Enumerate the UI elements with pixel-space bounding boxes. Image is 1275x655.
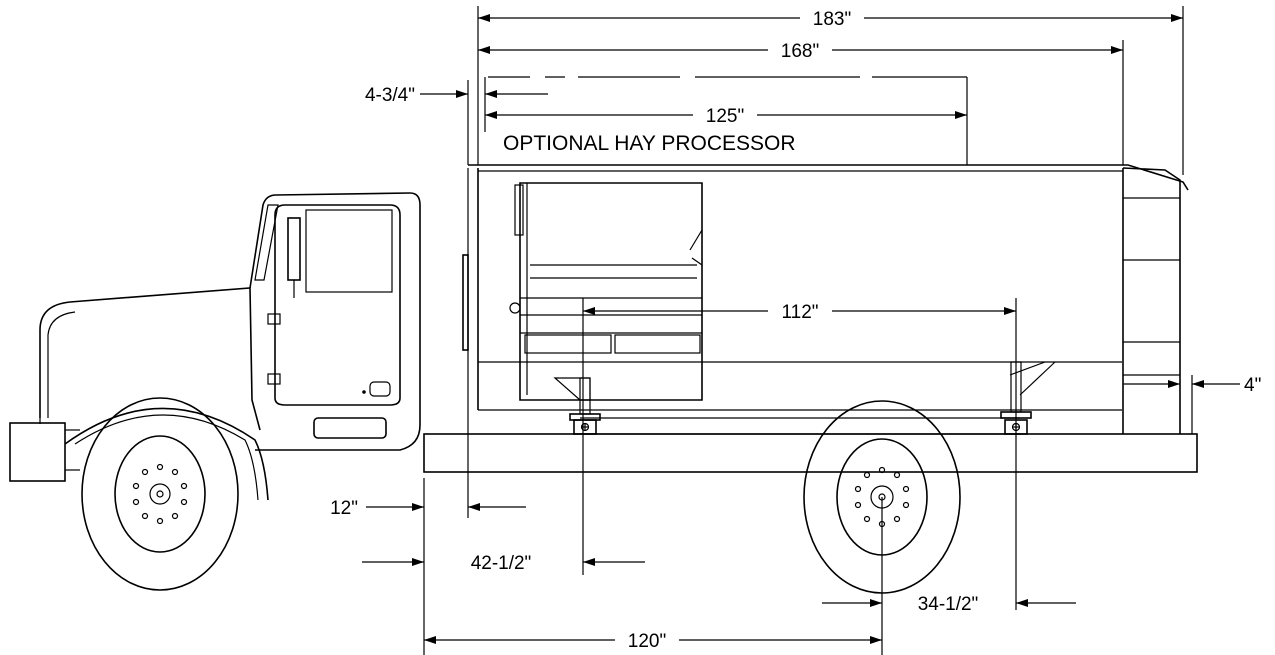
front-frame-offset-label: 12" — [330, 498, 358, 519]
hay-processor-caption: OPTIONAL HAY PROCESSOR — [503, 132, 796, 155]
front-wheel — [81, 397, 239, 591]
dim-cab-to-axle: 120" — [424, 628, 882, 652]
dim-body-length: 168" — [478, 38, 1123, 62]
truck-frame — [423, 417, 1198, 473]
extension-lines — [423, 6, 1193, 655]
scale-spacing-label: 112" — [781, 302, 818, 323]
body-length-label: 168" — [781, 41, 819, 62]
axle-to-rear-scale-label: 34-1/2" — [918, 594, 979, 615]
scale-mount-front — [569, 377, 601, 435]
hay-processor — [509, 182, 703, 401]
hay-processor-length-label: 125" — [706, 106, 744, 127]
cab-to-axle-label: 120" — [628, 631, 666, 652]
cab-to-scale-label: 42-1/2" — [471, 553, 532, 574]
overall-length-label: 183" — [813, 9, 851, 30]
dim-rear-offset: 4" — [1123, 375, 1261, 396]
dim-overall-length: 183" — [478, 6, 1183, 30]
dim-cab-to-scale: 42-1/2" — [362, 553, 645, 574]
dim-front-frame-offset: 12" — [330, 498, 526, 519]
dim-front-offset: 4-3/4" — [365, 85, 548, 106]
dim-hay-processor: 125" OPTIONAL HAY PROCESSOR — [485, 103, 967, 155]
truck-cab — [9, 192, 421, 501]
dim-scale-spacing: 112" — [583, 299, 1016, 323]
front-offset-label: 4-3/4" — [365, 85, 415, 106]
dim-axle-to-rear-scale: 34-1/2" — [822, 594, 1076, 615]
rear-offset-label: 4" — [1244, 375, 1261, 396]
